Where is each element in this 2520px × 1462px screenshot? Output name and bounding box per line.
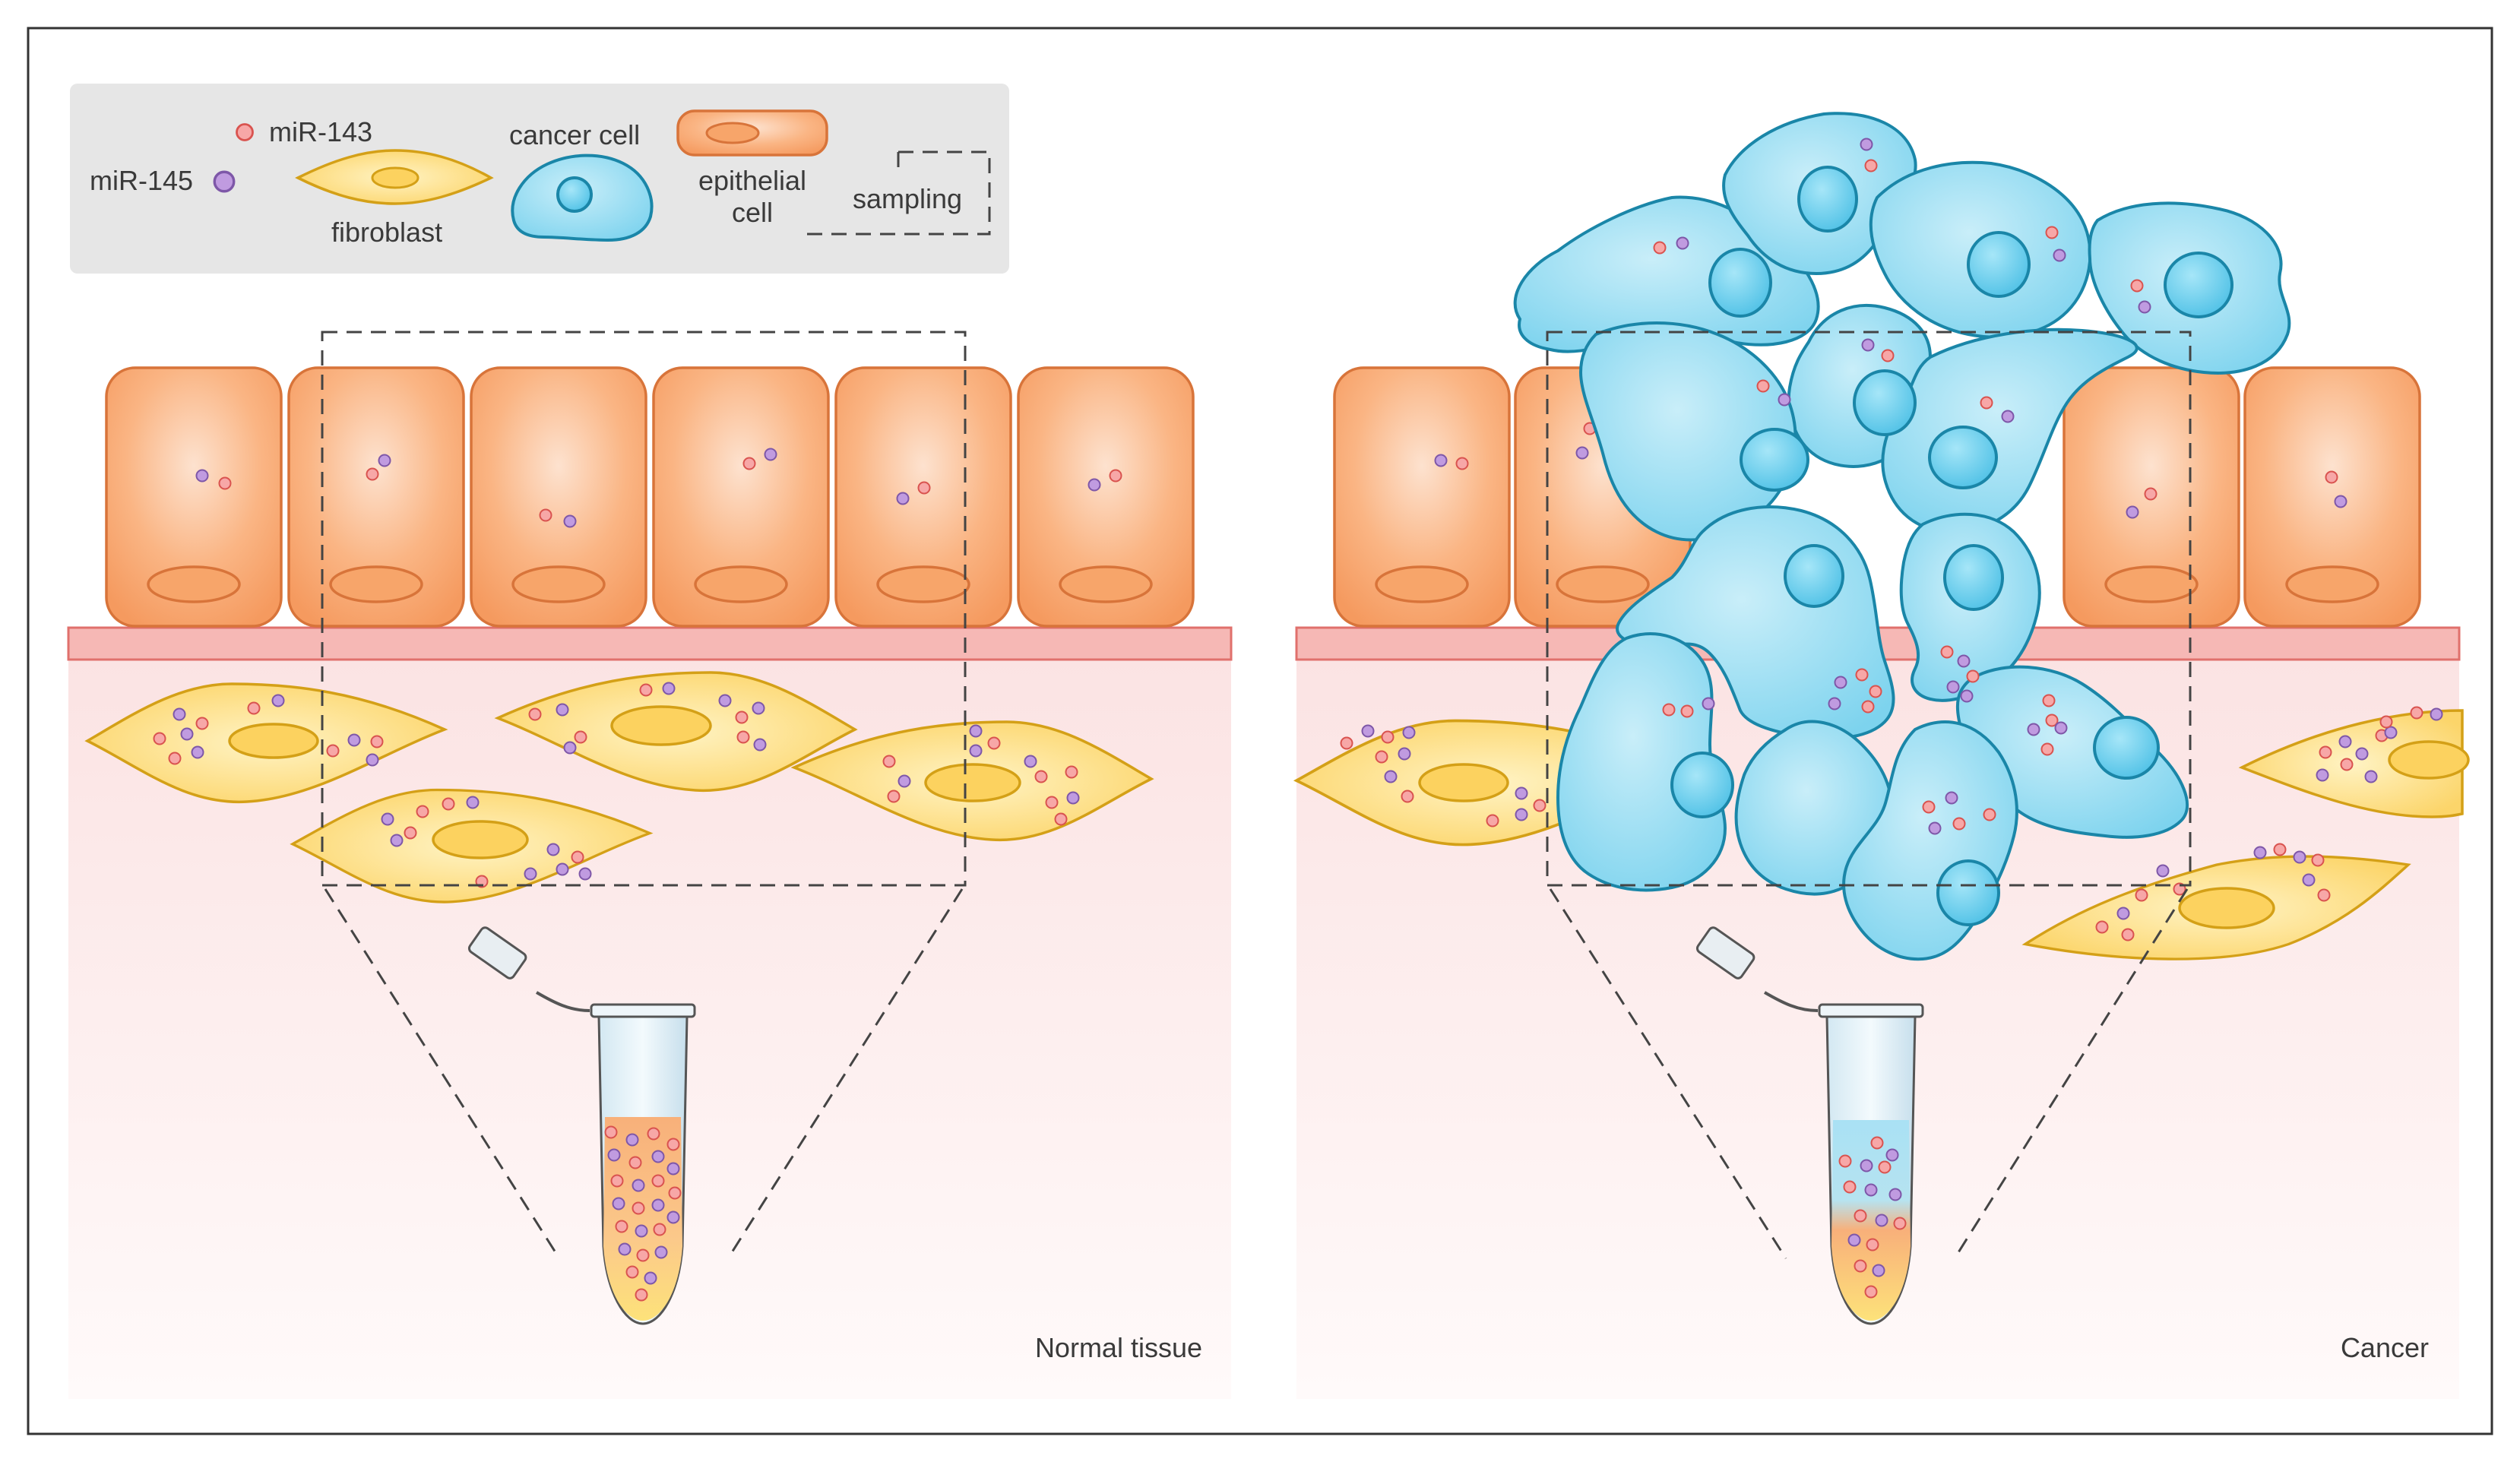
legend-sampling: sampling xyxy=(807,150,991,236)
legend-cancer-cell: cancer cell xyxy=(509,119,654,242)
mir145-icon xyxy=(213,170,236,193)
fibroblast-group xyxy=(86,671,1153,903)
sample-tube-normal xyxy=(467,926,696,1325)
cancer-nuclei xyxy=(1670,166,2233,926)
legend-cancer-label: cancer cell xyxy=(509,119,640,150)
mir143-icon xyxy=(236,123,254,141)
legend-epithelial-label-2: cell xyxy=(732,197,773,228)
legend-epithelial: epithelial cell xyxy=(676,109,828,228)
legend-sampling-label: sampling xyxy=(853,183,962,214)
cancer-panel: Cancer xyxy=(1295,112,2470,1399)
epithelial-cell-row xyxy=(105,366,1195,628)
sample-tube-cancer xyxy=(1695,926,1924,1325)
figure-frame xyxy=(27,27,2493,1435)
panel-label-cancer: Cancer xyxy=(2341,1332,2429,1363)
panel-label-normal: Normal tissue xyxy=(1035,1332,1202,1363)
legend-fibroblast: fibroblast xyxy=(295,149,494,248)
normal-tissue-panel: Normal tissue xyxy=(67,331,1233,1399)
legend-epithelial-label-1: epithelial xyxy=(698,165,806,196)
legend-mir143: miR-143 xyxy=(236,116,372,147)
legend-mir143-label: miR-143 xyxy=(269,116,372,147)
legend-mir145: miR-145 xyxy=(90,165,236,196)
legend-fibroblast-label: fibroblast xyxy=(331,217,442,248)
sampling-box-cancer xyxy=(1546,331,2192,887)
basement-membrane xyxy=(67,626,1233,661)
legend: miR-143 miR-145 fibroblast cancer cell e… xyxy=(70,84,1009,274)
sampling-icon xyxy=(807,150,991,236)
cancer-cell-cluster xyxy=(1513,112,2291,961)
legend-mir145-label: miR-145 xyxy=(90,165,193,196)
sampling-box-normal xyxy=(321,331,967,887)
